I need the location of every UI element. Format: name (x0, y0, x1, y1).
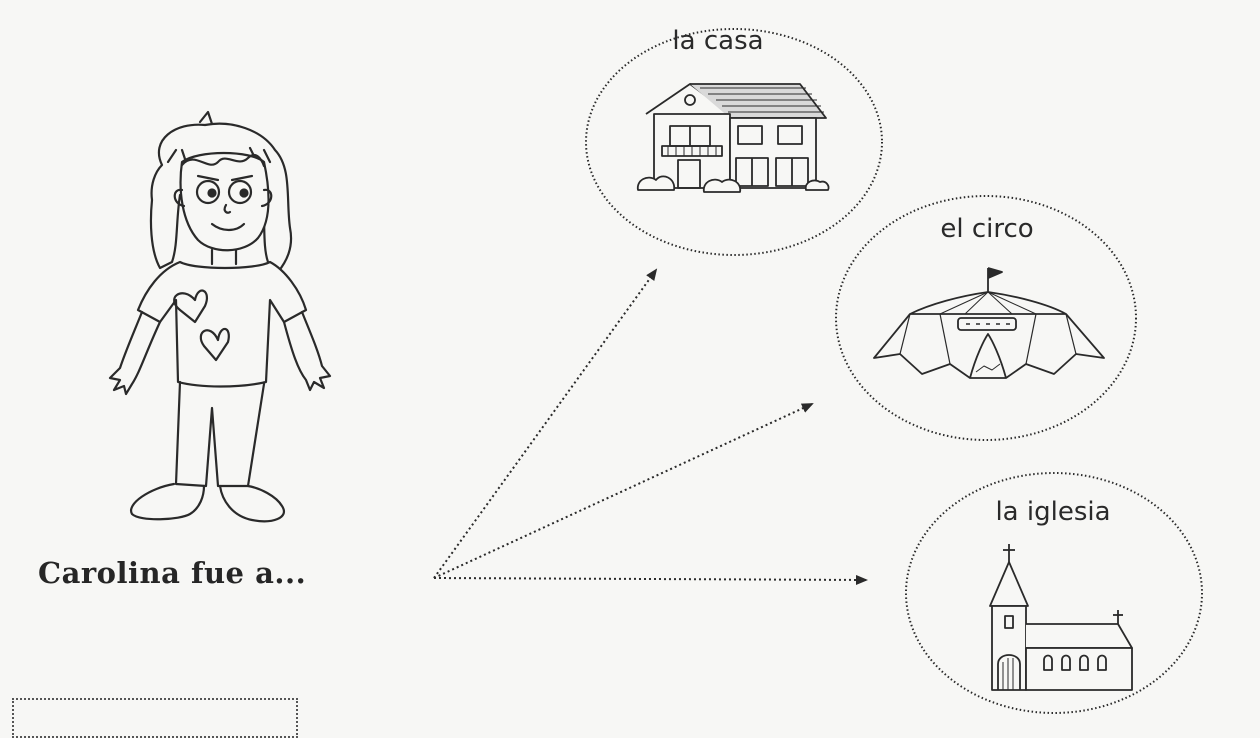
worksheet-artwork (108, 28, 1203, 714)
place-label-casa: la casa (672, 26, 764, 56)
arrows (433, 268, 868, 585)
iglesia-circle (905, 472, 1203, 714)
casa-circle (585, 28, 883, 256)
answer-box[interactable] (12, 698, 298, 738)
place-label-iglesia: la iglesia (995, 497, 1111, 527)
house-icon (636, 83, 830, 193)
circo-circle (835, 195, 1137, 441)
girl-illustration (108, 110, 332, 523)
arrow-to-casa (433, 268, 658, 579)
sentence-prompt: Carolina fue a... (38, 556, 307, 590)
place-label-circo: el circo (940, 214, 1034, 244)
arrow-to-iglesia (433, 574, 868, 585)
circus-tent-icon (873, 267, 1105, 379)
church-icon (989, 544, 1133, 691)
worksheet: Carolina fue a... la casa el circo la ig… (12, 26, 1203, 738)
arrow-to-circo (433, 403, 814, 579)
